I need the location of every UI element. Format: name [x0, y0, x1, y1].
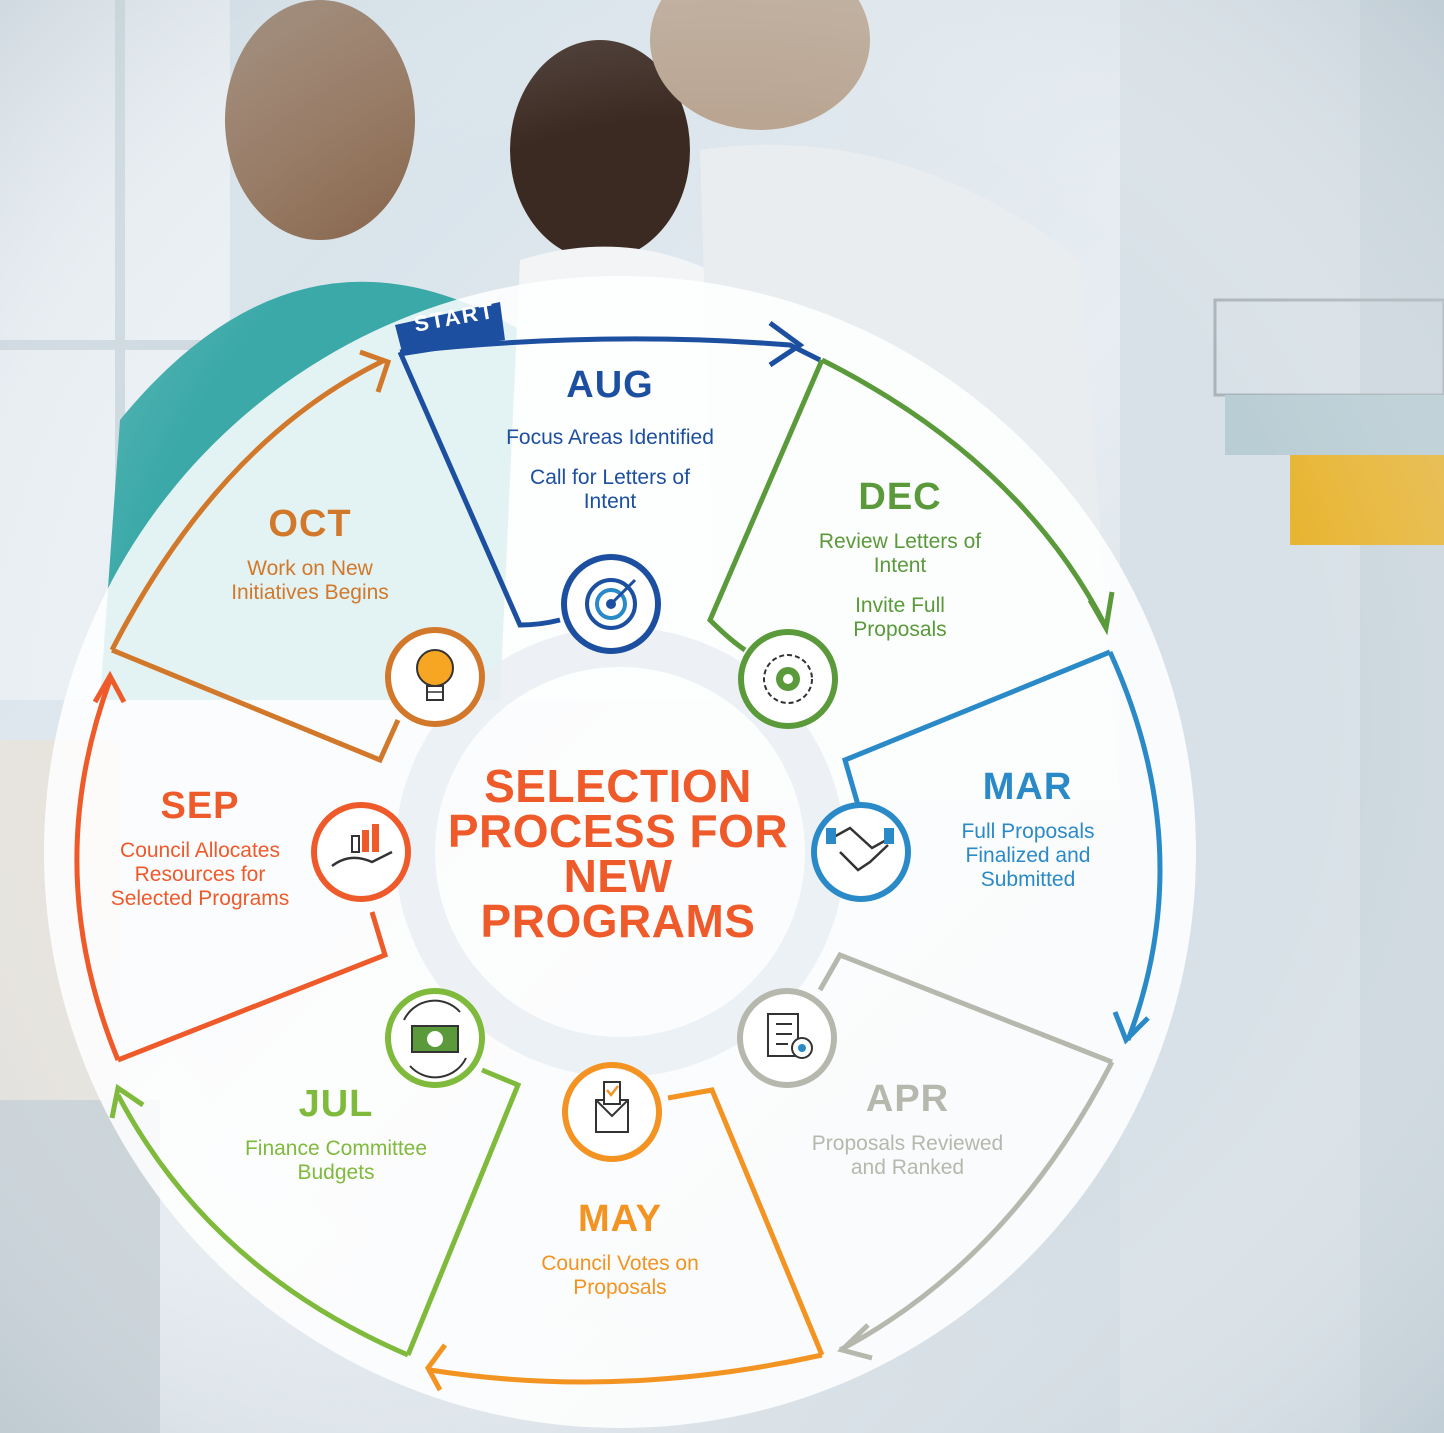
step-apr-line-1: Proposals Reviewed and Ranked	[811, 1132, 1004, 1179]
step-aug-line-1: Focus Areas Identified	[506, 426, 714, 449]
diagram-title: SELECTION PROCESS FOR NEW PROGRAMS	[447, 760, 789, 947]
step-dec: DEC Review Letters of Intent Invite Full…	[780, 478, 1020, 642]
ballot-envelope-icon	[562, 1062, 662, 1162]
dec-segment-outline	[707, 357, 1108, 653]
step-apr: APR Proposals Reviewed and Ranked	[800, 1080, 1015, 1180]
step-apr-month: APR	[865, 1078, 950, 1120]
sep-arrowhead	[92, 670, 127, 704]
jul-arrowhead	[109, 1083, 145, 1119]
oct-arrowhead	[359, 349, 392, 393]
step-oct-line-1: Work on New Initiatives Begins	[231, 557, 389, 604]
diagram-disc	[44, 276, 1196, 1428]
jul-segment-outline	[115, 1067, 522, 1358]
step-may-month: MAY	[578, 1198, 662, 1240]
step-aug-month: AUG	[566, 364, 654, 406]
step-jul-month: JUL	[298, 1083, 374, 1125]
gear-icon	[738, 629, 838, 729]
checklist-gear-icon	[737, 988, 837, 1088]
step-aug: AUG Focus Areas Identified Call for Lett…	[450, 366, 770, 514]
step-sep: SEP Council Allocates Resources for Sele…	[95, 787, 305, 911]
handshake-icon	[811, 802, 911, 902]
step-jul: JUL Finance Committee Budgets	[236, 1085, 436, 1185]
step-mar-line-1: Full Proposals Finalized and Submitted	[961, 820, 1095, 891]
target-icon	[561, 554, 661, 654]
step-mar: MAR Full Proposals Finalized and Submitt…	[930, 768, 1125, 892]
lightbulb-icon	[385, 627, 485, 727]
money-cycle-icon	[385, 988, 485, 1088]
step-oct-month: OCT	[268, 503, 352, 545]
start-tab	[395, 302, 505, 356]
oct-segment-outline	[109, 357, 401, 764]
aug-arrowhead	[768, 320, 805, 368]
apr-segment-outline	[817, 951, 1115, 1353]
may-segment-outline	[429, 1087, 825, 1385]
step-aug-line-2: Call for Letters of Intent	[530, 466, 690, 513]
dec-arrowhead	[1087, 591, 1115, 636]
step-may: MAY Council Votes on Proposals	[520, 1200, 720, 1300]
step-may-line-1: Council Votes on Proposals	[541, 1252, 699, 1299]
step-dec-line-2: Invite Full Proposals	[853, 594, 947, 641]
step-dec-month: DEC	[858, 476, 942, 518]
hand-chart-icon	[311, 802, 411, 902]
step-sep-month: SEP	[160, 785, 240, 827]
step-sep-line-1: Council Allocates Resources for Selected…	[110, 839, 290, 910]
mar-segment-outline	[841, 649, 1163, 1041]
apr-arrowhead	[837, 1323, 873, 1361]
mar-arrowhead	[1112, 1011, 1150, 1045]
step-mar-month: MAR	[982, 766, 1073, 808]
sep-segment-outline	[74, 679, 389, 1063]
may-arrowhead	[425, 1343, 448, 1392]
step-dec-line-1: Review Letters of Intent	[818, 530, 982, 577]
step-jul-line-1: Finance Committee Budgets	[244, 1137, 428, 1184]
step-oct: OCT Work on New Initiatives Begins	[215, 505, 405, 605]
